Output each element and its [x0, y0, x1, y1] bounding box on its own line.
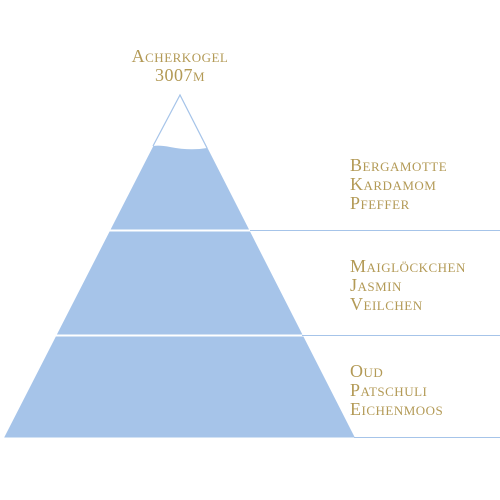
note-item: Pfeffer	[350, 193, 410, 213]
peak-label: Acherkogel 3007m	[100, 47, 260, 85]
top-notes: Bergamotte Kardamom Pfeffer	[350, 156, 500, 213]
note-item: Eichenmoos	[350, 399, 444, 419]
pyramid-shape	[4, 93, 355, 438]
note-item: Patschuli	[350, 380, 428, 400]
note-item: Jasmin	[350, 275, 402, 295]
note-item: Bergamotte	[350, 155, 448, 175]
note-item: Oud	[350, 361, 384, 381]
heart-notes: Maiglöckchen Jasmin Veilchen	[350, 257, 500, 314]
pyramid-snowcap	[153, 95, 207, 150]
pyramid-summit-outline	[152, 93, 208, 149]
note-item: Maiglöckchen	[350, 256, 466, 276]
peak-name: Acherkogel	[131, 46, 229, 66]
note-item: Veilchen	[350, 294, 423, 314]
note-item: Kardamom	[350, 174, 437, 194]
base-notes: Oud Patschuli Eichenmoos	[350, 362, 500, 419]
peak-elevation: 3007m	[154, 65, 206, 85]
